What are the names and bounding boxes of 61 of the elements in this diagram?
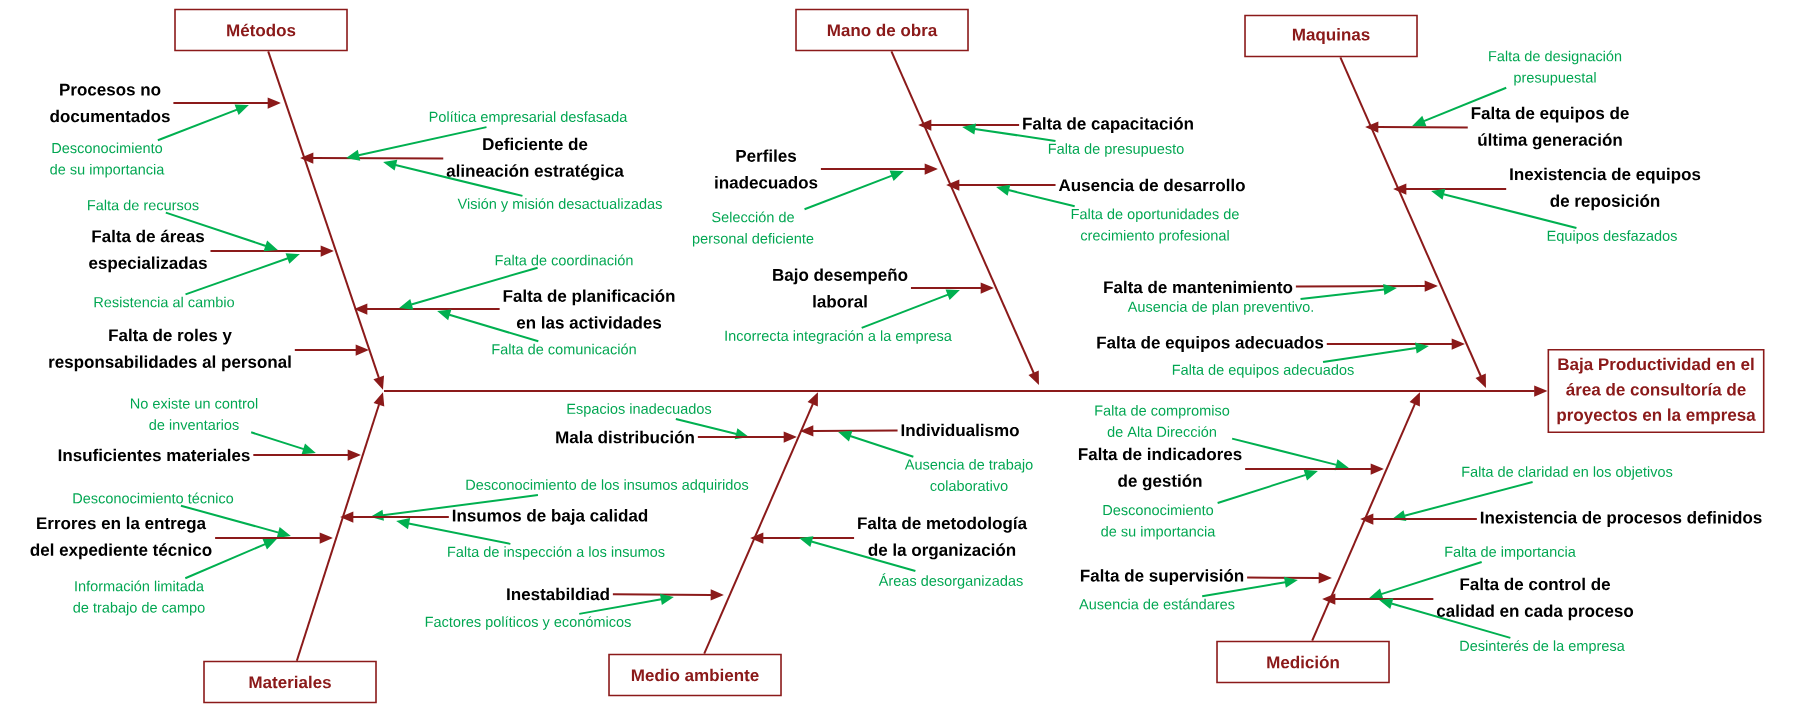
cause-label: Falta de indicadores de gestión [1078, 447, 1242, 491]
cause-label: Individualismo [901, 423, 1019, 437]
cause-label: Insuficientes materiales [58, 448, 250, 462]
cause-label: Falta de planificación en las actividades [503, 289, 675, 329]
category-box: Materiales [203, 660, 377, 704]
sub-cause-label: Visión y misión desactualizadas [457, 198, 662, 212]
cause-label: Falta de supervisión [1080, 569, 1244, 585]
cause-label: Inestabildiad [507, 587, 609, 601]
sub-cause-label: Falta de designación presupuestal [1489, 50, 1622, 86]
sub-cause-label: Falta de compromiso de Alta Dirección [1095, 405, 1230, 437]
sub-cause-label: Falta de importancia [1445, 546, 1576, 560]
sub-cause-label: Desconocimiento de los insumos adquiridos [466, 479, 749, 493]
cause-label: Errores en la entrega del expediente técnico [30, 516, 212, 560]
sub-cause-label: Falta de presupuesto [1048, 143, 1184, 157]
sub-cause-label: Selección de personal deficiente [692, 211, 814, 247]
cause-label: Falta de roles y responsabilidades al personal [49, 328, 291, 372]
sub-cause-label: Información limitada de trabajo de campo [73, 580, 205, 616]
sub-cause-label: Equipos desfazados [1547, 230, 1677, 244]
sub-cause-label: Desinterés de la empresa [1460, 640, 1625, 654]
category-box: Medio ambiente [608, 653, 782, 697]
sub-cause-label: Desconocimiento técnico [73, 492, 234, 504]
cause-label: Falta de control de calidad en cada proceso [1436, 577, 1634, 621]
sub-cause-label: Desconocimiento de su importancia [1101, 504, 1216, 540]
cause-label: Bajo desempeño laboral [773, 268, 908, 308]
cause-label: Falta de metodología de la organización [858, 516, 1028, 560]
category-box: Medición [1216, 640, 1390, 684]
sub-cause-label: Espacios inadecuados [567, 403, 712, 417]
category-box: Métodos [174, 8, 348, 52]
cause-label: Deficiente de alineación estratégica [446, 137, 624, 181]
category-box: Mano de obra [795, 8, 969, 52]
sub-cause-label: No existe un control de inventarios [131, 398, 258, 430]
cause-label: Inexistencia de procesos definidos [1480, 511, 1762, 527]
sub-cause-label: Desconocimiento de su importancia [50, 142, 165, 178]
cause-label: Perfiles inadecuados [715, 149, 818, 189]
sub-cause-label: Factores políticos y económicos [425, 616, 631, 630]
sub-cause-label: Falta de comunicación [492, 343, 636, 355]
effect-box: Baja Productividad en el área de consultoría de proyectos en la empresa [1547, 348, 1765, 434]
sub-cause-label: Ausencia de plan preventivo. [1127, 301, 1313, 315]
cause-label: Falta de mantenimiento [1104, 280, 1293, 294]
cause-label: Falta de equipos adecuados [1097, 336, 1324, 352]
sub-cause-label: Ausencia de estándares [1079, 598, 1235, 610]
sub-cause-label: Política empresarial desfasada [429, 111, 628, 125]
cause-label: Falta de capacitación [1023, 117, 1193, 133]
sub-cause-label: Falta de claridad en los objetivos [1462, 466, 1673, 480]
cause-label: Inexistencia de equipos de reposición [1510, 167, 1701, 211]
sub-cause-label: Falta de equipos adecuados [1172, 364, 1354, 378]
cause-label: Insumos de baja calidad [452, 509, 648, 525]
sub-cause-label: Falta de inspección a los insumos [448, 546, 665, 560]
cause-label: Procesos no documentados [50, 83, 170, 123]
sub-cause-label: Áreas desorganizadas [878, 573, 1023, 589]
sub-cause-label: Ausencia de trabajo colaborativo [904, 459, 1033, 491]
cause-label: Ausencia de desarrollo [1058, 178, 1245, 192]
sub-cause-label: Resistencia al cambio [94, 296, 235, 308]
cause-label: Falta de equipos de última generación [1471, 106, 1629, 150]
sub-cause-label: Incorrecta integración a la empresa [725, 330, 952, 344]
sub-cause-label: Falta de oportunidades de crecimiento profesional [1071, 208, 1239, 244]
sub-cause-label: Falta de recursos [88, 199, 199, 211]
cause-label: Mala distribución [556, 430, 694, 444]
category-box: Maquinas [1244, 14, 1418, 58]
sub-cause-label: Falta de coordinación [495, 254, 633, 266]
cause-label: Falta de áreas especializadas [89, 229, 207, 273]
